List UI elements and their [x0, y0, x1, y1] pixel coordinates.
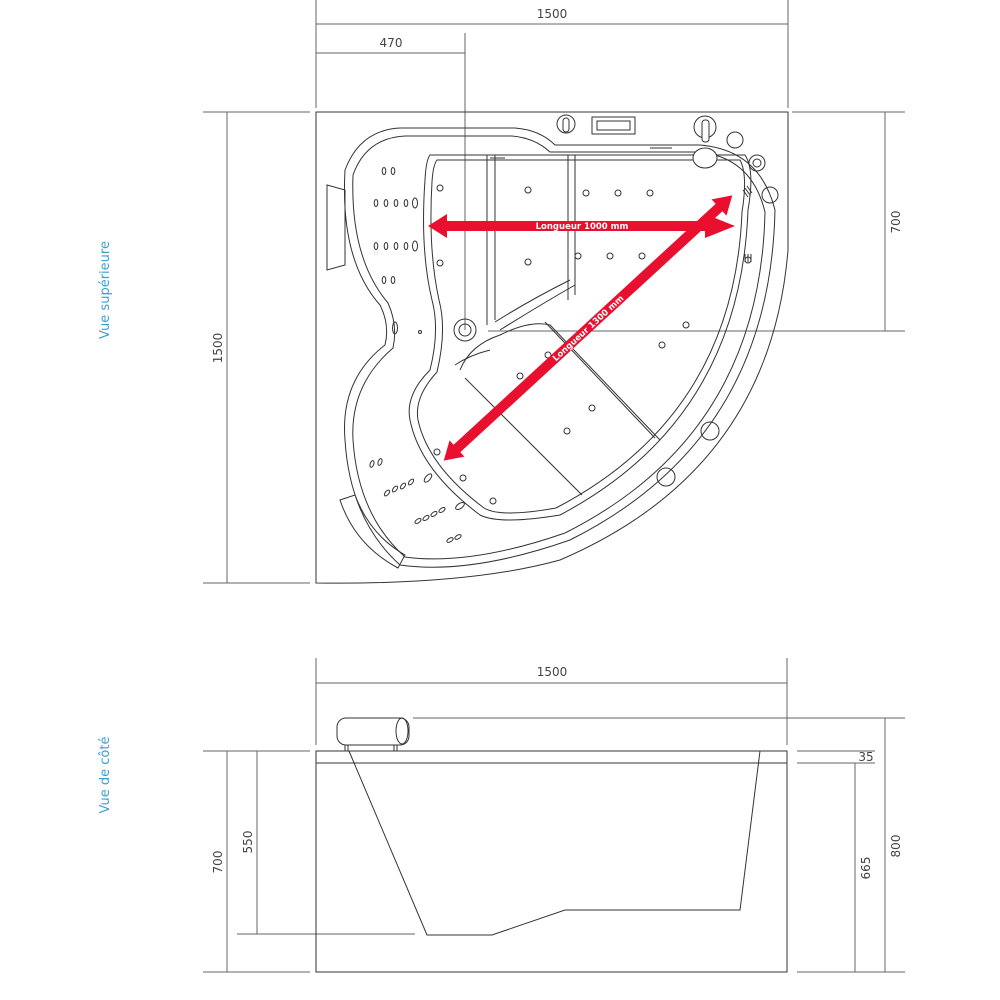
- length-arrow-horizontal: Longueur 1000 mm: [428, 214, 735, 238]
- top-offset-dimension: 470: [380, 36, 403, 50]
- top-right-depth-dimension: 700: [889, 211, 903, 234]
- length-1000-label: Longueur 1000 mm: [536, 222, 629, 232]
- bathtub-side-view: [315, 717, 788, 973]
- left-height-dimension: 700: [211, 851, 225, 874]
- top-dimension-lines: [203, 0, 905, 584]
- side-dimension-lines: [203, 658, 905, 973]
- jets-left: [373, 167, 422, 335]
- jets-bottom-left: [369, 458, 465, 543]
- inner-depth-dimension: 550: [241, 831, 255, 854]
- rim-thickness-dimension: 35: [858, 750, 873, 764]
- top-depth-dimension: 1500: [211, 333, 225, 364]
- body-height-dimension: 665: [859, 857, 873, 880]
- bathtub-top-view: [315, 111, 789, 584]
- length-1300-label: Longueur 1300 mm: [551, 294, 626, 364]
- top-width-dimension: 1500: [537, 7, 568, 21]
- side-width-dimension: 1500: [537, 665, 568, 679]
- floor-jets: [433, 184, 752, 505]
- side-view-label: Vue de côté: [98, 737, 113, 814]
- fittings: [490, 114, 779, 487]
- top-view-label: Vue supérieure: [98, 241, 113, 339]
- total-height-dimension: 800: [889, 835, 903, 858]
